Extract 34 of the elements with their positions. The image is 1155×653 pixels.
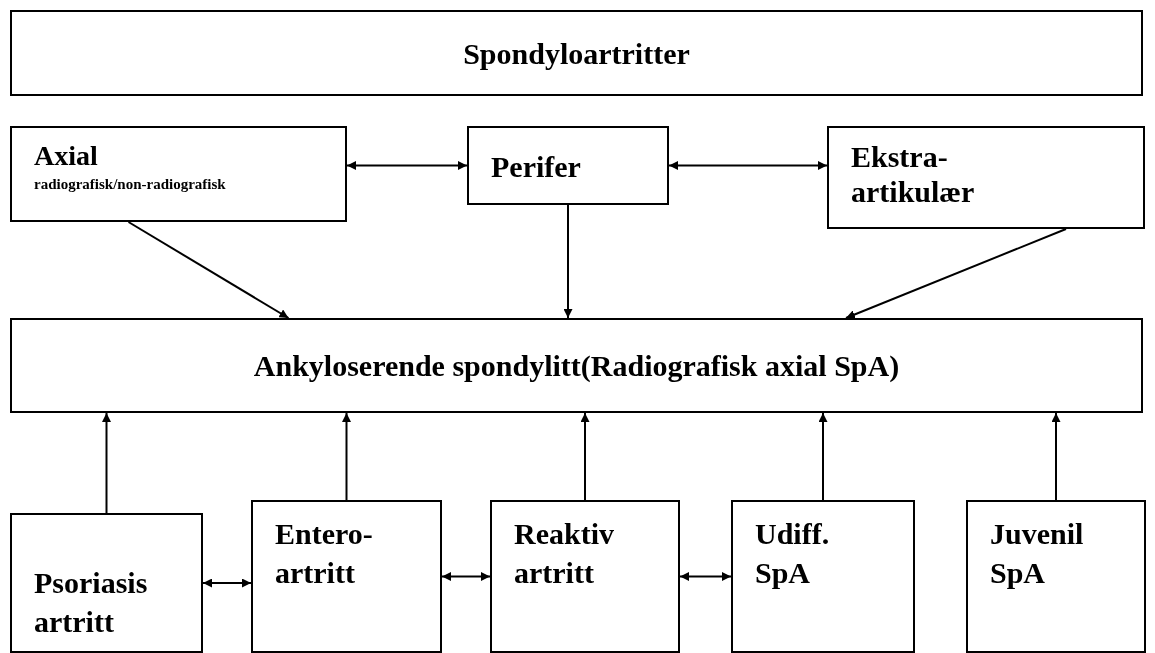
category-box (251, 500, 442, 653)
double-arrow (668, 161, 828, 170)
arrow (342, 412, 351, 501)
arrow (818, 412, 828, 501)
category-box (731, 500, 915, 653)
category-box (10, 318, 1143, 413)
node-title: Spondyloartritter (462, 35, 691, 72)
category-box (467, 126, 669, 205)
arrow (102, 412, 111, 514)
node-title: Udiff. SpA (755, 516, 831, 591)
category-box (10, 126, 347, 222)
arrow (563, 204, 573, 319)
category-box (827, 126, 1145, 229)
node-title: Psoriasis artritt (34, 565, 149, 640)
node-title: Ekstra-artikulær (851, 140, 976, 209)
arrow (127, 221, 290, 319)
node-title: Entero-artritt (275, 516, 374, 591)
category-box (966, 500, 1146, 653)
double-arrow (202, 578, 252, 588)
arrow (580, 412, 590, 501)
node-title: Juvenil SpA (990, 516, 1085, 591)
double-arrow (441, 572, 491, 581)
category-box (10, 10, 1143, 96)
double-arrow (346, 161, 468, 170)
arrow (1051, 412, 1061, 501)
category-box (490, 500, 680, 653)
node-title: Reaktiv artritt (514, 516, 615, 591)
arrow (845, 228, 1067, 319)
node-subtitle: radiografisk/non-radiografisk (34, 175, 227, 195)
category-box (10, 513, 203, 653)
node-title: Ankyloserende spondylitt(Radiografisk axial SpA) (252, 348, 901, 384)
double-arrow (679, 572, 732, 581)
node-title: Axial (34, 139, 99, 173)
node-title: Perifer (491, 149, 582, 185)
